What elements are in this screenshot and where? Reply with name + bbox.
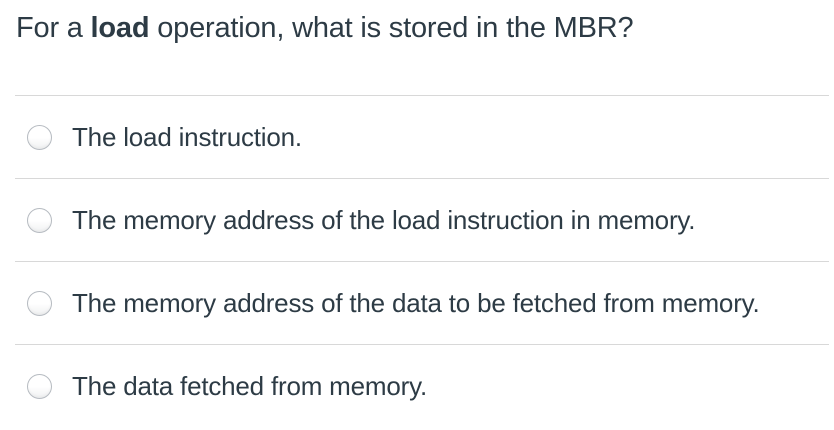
question-suffix: operation, what is stored in the MBR? xyxy=(149,12,634,44)
question-text: For a load operation, what is stored in … xyxy=(0,0,834,47)
answer-options-list: The load instruction. The memory address… xyxy=(15,95,829,427)
radio-button-unselected[interactable] xyxy=(27,207,52,233)
question-bold-term: load xyxy=(90,12,150,44)
answer-option-label[interactable]: The memory address of the load instructi… xyxy=(72,205,696,235)
answer-option-label[interactable]: The data fetched from memory. xyxy=(72,371,427,401)
answer-option-1[interactable]: The load instruction. xyxy=(15,95,829,178)
answer-option-4[interactable]: The data fetched from memory. xyxy=(15,344,829,427)
question-prefix: For a xyxy=(16,12,91,44)
radio-button-unselected[interactable] xyxy=(27,124,52,150)
answer-option-3[interactable]: The memory address of the data to be fet… xyxy=(15,261,829,344)
answer-option-2[interactable]: The memory address of the load instructi… xyxy=(15,178,829,261)
radio-button-unselected[interactable] xyxy=(27,373,52,399)
answer-option-label[interactable]: The memory address of the data to be fet… xyxy=(72,288,760,318)
answer-option-label[interactable]: The load instruction. xyxy=(72,122,302,152)
radio-button-unselected[interactable] xyxy=(27,290,52,316)
